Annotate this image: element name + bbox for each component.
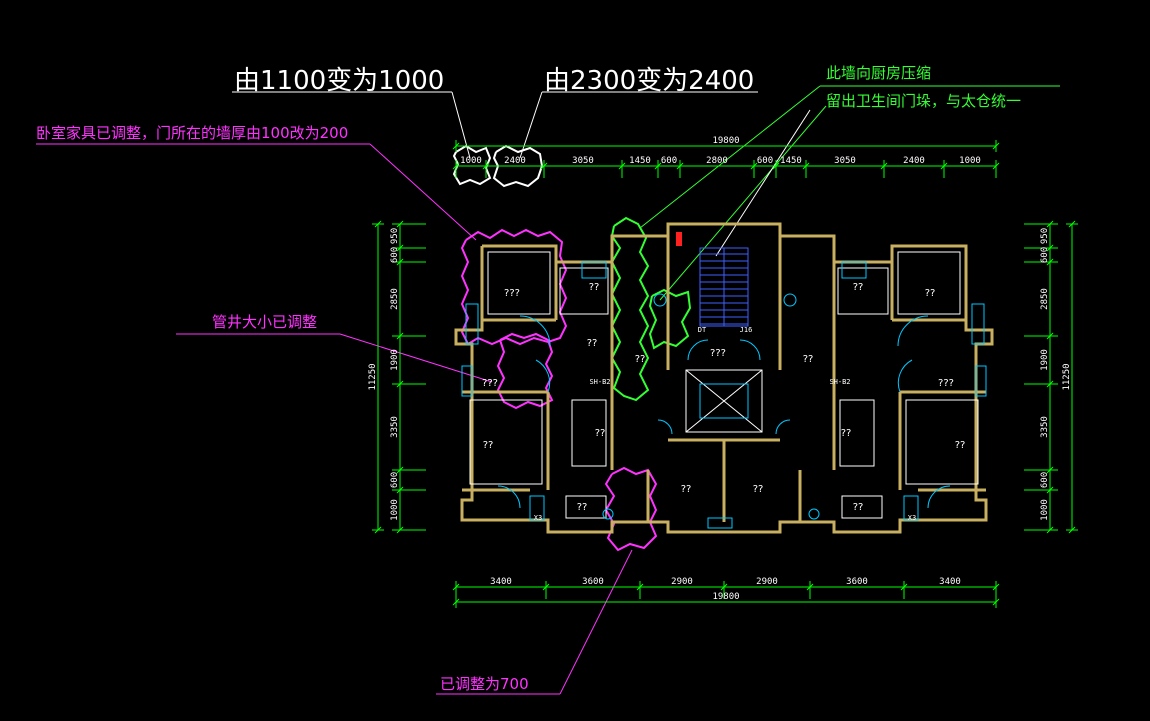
dimension-left-segment: 3350 <box>390 416 400 438</box>
dimension-left-segment: 950 <box>390 228 400 244</box>
room-tag: X3 <box>534 514 542 522</box>
room-label: ?? <box>925 288 936 299</box>
annotation-shaft: 管井大小已调整 <box>212 313 317 331</box>
room-label: ??? <box>938 378 954 389</box>
dimension-right-segment: 1900 <box>1040 349 1050 371</box>
dimension-top-segment: 600 <box>757 156 773 166</box>
dimension-right-total: 11250 <box>1062 363 1072 390</box>
dimension-bottom-total: 19800 <box>712 592 739 602</box>
dimension-right-segment: 950 <box>1040 228 1050 244</box>
annotation-top-left: 由1100变为1000 <box>234 66 444 96</box>
annotation-top-right: 由2300变为2400 <box>544 66 754 96</box>
room-label: ??? <box>710 348 726 359</box>
room-label: ?? <box>587 338 598 349</box>
revision-cloud-dim-2400 <box>492 144 544 188</box>
room-label: ?? <box>635 354 646 365</box>
room-label: ?? <box>577 502 588 513</box>
annotation-bedroom: 卧室家具已调整，门所在的墙厚由100改为200 <box>36 124 348 142</box>
room-tag: SH-B2 <box>589 378 610 386</box>
annotation-kitchen-line1: 此墙向厨房压缩 <box>826 64 931 82</box>
dimension-right-segment: 600 <box>1040 247 1050 263</box>
dimension-left-segment: 600 <box>390 247 400 263</box>
revision-cloud-bedroom <box>460 228 568 346</box>
room-label: ?? <box>841 428 852 439</box>
dimension-top-segment: 3050 <box>834 156 856 166</box>
room-tag: SH-B2 <box>829 378 850 386</box>
dimension-top-total: 19800 <box>712 136 739 146</box>
dimension-top-segment: 3050 <box>572 156 594 166</box>
dimension-right-segment: 1000 <box>1040 499 1050 521</box>
dimension-left-segment: 1000 <box>390 499 400 521</box>
room-tag: J16 <box>740 326 753 334</box>
room-tag: DT <box>698 326 707 334</box>
revision-cloud-kitchen-right <box>648 288 692 350</box>
room-label: ?? <box>853 502 864 513</box>
dimension-bottom-segment: 3400 <box>939 577 961 587</box>
dimension-top-segment: 1000 <box>959 156 981 166</box>
room-tag: X3 <box>908 514 916 522</box>
room-label: ??? <box>504 288 520 299</box>
dimension-top-segment: 1450 <box>629 156 651 166</box>
dimension-top-segment: 2800 <box>706 156 728 166</box>
dimension-left-segment: 1900 <box>390 349 400 371</box>
dimension-right-segment: 3350 <box>1040 416 1050 438</box>
revision-cloud-kitchen-left <box>610 216 650 402</box>
annotation-kitchen-line2: 留出卫生间门垛，与太仓统一 <box>826 92 1021 110</box>
room-label: ?? <box>853 282 864 293</box>
room-label: ?? <box>955 440 966 451</box>
dimension-bottom-segment: 3600 <box>846 577 868 587</box>
room-label: ?? <box>595 428 606 439</box>
revision-cloud-bottom <box>604 466 658 552</box>
revision-cloud-shaft <box>496 332 554 410</box>
dimension-left-segment: 2850 <box>390 288 400 310</box>
annotation-bottom: 已调整为700 <box>440 675 529 693</box>
room-label: ?? <box>753 484 764 495</box>
dimension-right-segment: 2850 <box>1040 288 1050 310</box>
dimension-bottom-segment: 2900 <box>671 577 693 587</box>
room-label: ?? <box>803 354 814 365</box>
dimension-bottom-segment: 3400 <box>490 577 512 587</box>
room-label: ??? <box>482 378 498 389</box>
dimension-top-segment: 2400 <box>903 156 925 166</box>
dimension-top-segment: 1000 <box>460 156 482 166</box>
room-label: ?? <box>483 440 494 451</box>
dimension-bottom-segment: 2900 <box>756 577 778 587</box>
dimension-left-segment: 600 <box>390 472 400 488</box>
dimension-top-segment: 600 <box>661 156 677 166</box>
dimension-top-segment: 2400 <box>504 156 526 166</box>
dimension-top-segment: 1450 <box>780 156 802 166</box>
dimension-left-total: 11250 <box>368 363 378 390</box>
dimension-right-segment: 600 <box>1040 472 1050 488</box>
dimension-bottom-segment: 3600 <box>582 577 604 587</box>
room-label: ?? <box>681 484 692 495</box>
room-label: ?? <box>589 282 600 293</box>
